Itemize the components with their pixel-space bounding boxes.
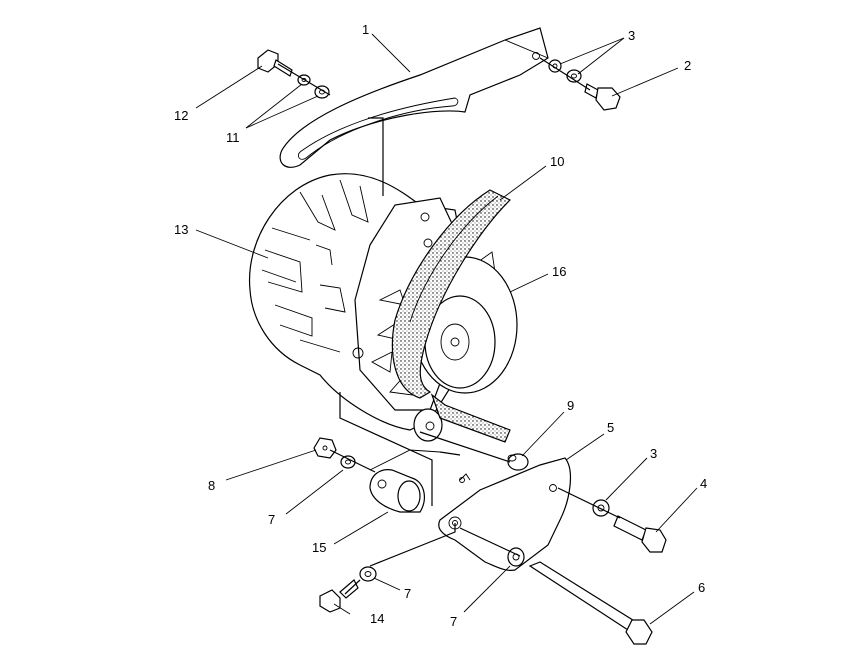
callout-9: 9 xyxy=(567,398,574,413)
callout-12: 12 xyxy=(174,108,188,123)
washer-7b xyxy=(507,547,525,567)
callout-2: 2 xyxy=(684,58,691,73)
nut-8 xyxy=(313,437,337,459)
callout-8: 8 xyxy=(208,478,215,493)
washer-3c xyxy=(592,499,610,517)
bolt-6 xyxy=(528,561,653,645)
lower-mounting-bracket xyxy=(438,457,571,571)
callout-7-bottom: 7 xyxy=(404,586,411,601)
callout-11: 11 xyxy=(226,130,240,145)
callout-6: 6 xyxy=(698,580,705,595)
bolt-4 xyxy=(613,515,667,553)
callout-3-upper: 3 xyxy=(628,28,635,43)
washer-7a xyxy=(340,455,356,469)
callout-5: 5 xyxy=(607,420,614,435)
callout-1: 1 xyxy=(362,22,369,37)
callout-7-middle: 7 xyxy=(450,614,457,629)
washer-11b xyxy=(314,85,330,99)
callout-16: 16 xyxy=(552,264,566,279)
callout-4: 4 xyxy=(700,476,707,491)
callout-14: 14 xyxy=(370,611,384,626)
callout-15: 15 xyxy=(312,540,326,555)
leader-lines xyxy=(195,33,698,625)
bolt-14 xyxy=(319,579,359,613)
callout-labels: 1 2 3 12 11 10 13 16 9 5 3 4 8 7 15 6 7 … xyxy=(174,22,707,629)
callout-13: 13 xyxy=(174,222,188,237)
washer-7c xyxy=(359,566,377,582)
bolt-2 xyxy=(584,83,621,111)
spacer-bushing xyxy=(369,449,441,513)
callout-7-left: 7 xyxy=(268,512,275,527)
callout-3-lower: 3 xyxy=(650,446,657,461)
assembly-lines xyxy=(277,57,621,595)
bolt-12 xyxy=(257,49,293,77)
drive-belt xyxy=(391,189,512,443)
bushing xyxy=(507,453,529,471)
callout-10: 10 xyxy=(550,154,564,169)
washer-3b xyxy=(566,69,582,83)
